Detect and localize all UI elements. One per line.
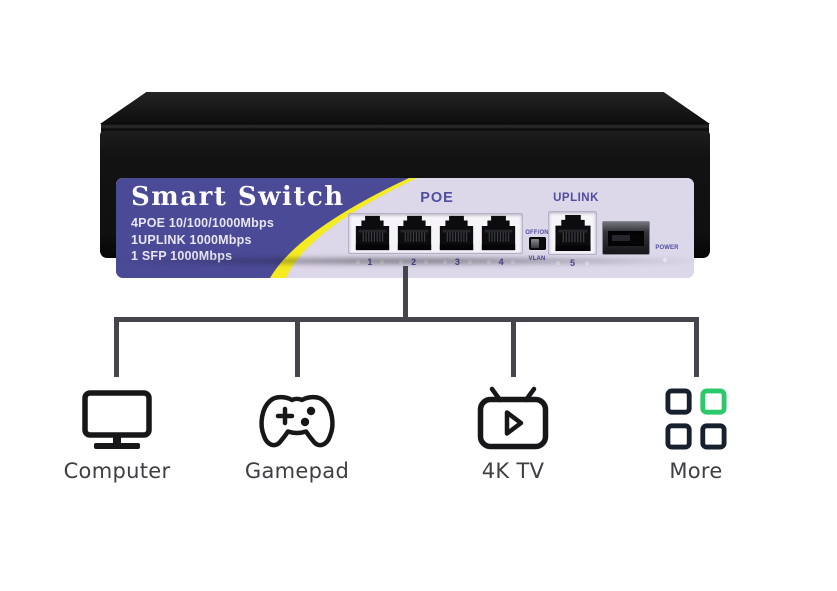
vlan-toggle-switch <box>528 237 546 250</box>
rj45-port-icon <box>554 214 591 252</box>
rj45-port-icon <box>355 215 390 251</box>
uplink-port <box>548 211 597 255</box>
vlan-toggle-label: OFF/ON <box>525 229 549 236</box>
device-item-computer: Computer <box>47 386 187 483</box>
vlan-toggle-knob <box>530 239 539 248</box>
branch-line-more <box>694 317 699 377</box>
sfp-port-icon <box>602 221 650 255</box>
rj45-port-icon <box>397 215 432 251</box>
gamepad-icon <box>257 386 337 450</box>
spec-line: 1UPLINK 1000Mbps <box>131 232 252 247</box>
branch-line-tv <box>511 317 516 377</box>
device-label: More <box>669 459 723 483</box>
rj45-port-icon <box>481 215 516 251</box>
switch-device: Smart Switch 4POE 10/100/1000Mbps 1UPLIN… <box>100 92 710 278</box>
tv-icon <box>476 386 550 450</box>
device-item-more: More <box>626 386 766 483</box>
device-label: Computer <box>63 459 171 483</box>
more-grid-icon <box>665 386 727 450</box>
switch-front-bezel: Smart Switch 4POE 10/100/1000Mbps 1UPLIN… <box>100 131 710 278</box>
rj45-port-icon <box>439 215 474 251</box>
poe-port-tray <box>348 213 523 254</box>
switch-drop-shadow <box>102 256 708 266</box>
branch-line-gamepad <box>295 317 300 377</box>
branch-line-computer <box>114 317 119 377</box>
device-item-tv: 4K TV <box>443 386 583 483</box>
uplink-section-label: UPLINK <box>553 192 599 204</box>
computer-icon <box>82 386 152 450</box>
switch-top-face <box>100 92 710 124</box>
device-item-gamepad: Gamepad <box>227 386 367 483</box>
trunk-line <box>403 266 408 318</box>
horizontal-connector-line <box>114 317 699 322</box>
sfp-slot-tab <box>612 235 630 241</box>
device-label: 4K TV <box>481 459 545 483</box>
switch-edge-ridge <box>101 123 709 132</box>
power-label: POWER <box>655 244 679 251</box>
spec-line: 4POE 10/100/1000Mbps <box>131 216 274 230</box>
purple-region <box>116 178 409 278</box>
poe-section-label: POE <box>420 190 454 206</box>
device-label: Gamepad <box>244 459 350 483</box>
smart-switch-title: Smart Switch <box>131 182 345 212</box>
